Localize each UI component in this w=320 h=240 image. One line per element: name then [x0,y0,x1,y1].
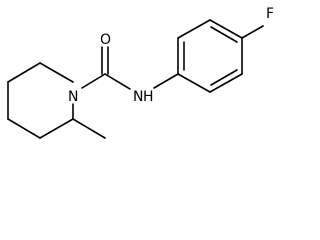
bond-ring-c3-c2 [39,118,74,139]
bond-aryl-6 [177,73,211,93]
bond-aryl-2 [177,19,211,39]
atom-hydrogen-amide: H [143,89,154,105]
bond-ring-n-carbonyl [81,73,106,89]
piperidine-ring [7,62,74,139]
fluorophenyl-ring [177,19,243,93]
bond-ring-c6-c5 [7,62,41,83]
bond-aryl-3-inner [210,26,238,43]
chemical-structure-diagram: O N N H F [7,6,274,139]
bond-ring-c4-c3 [7,118,41,139]
bond-carbonyl-nh [104,73,131,90]
bond-aryl-3 [209,19,243,39]
atom-nitrogen-amide: N [133,89,143,105]
atom-oxygen: O [100,32,111,48]
bond-ring-n-c6 [39,62,74,83]
bond-aryl-5 [209,73,243,93]
bond-aryl-fluorine [241,25,264,39]
bond-aryl-5-inner [210,69,238,86]
atom-nitrogen-ring: N [68,89,78,105]
bond-methyl [72,118,106,139]
bond-nh-aryl [153,73,179,89]
atom-fluorine: F [266,6,274,22]
